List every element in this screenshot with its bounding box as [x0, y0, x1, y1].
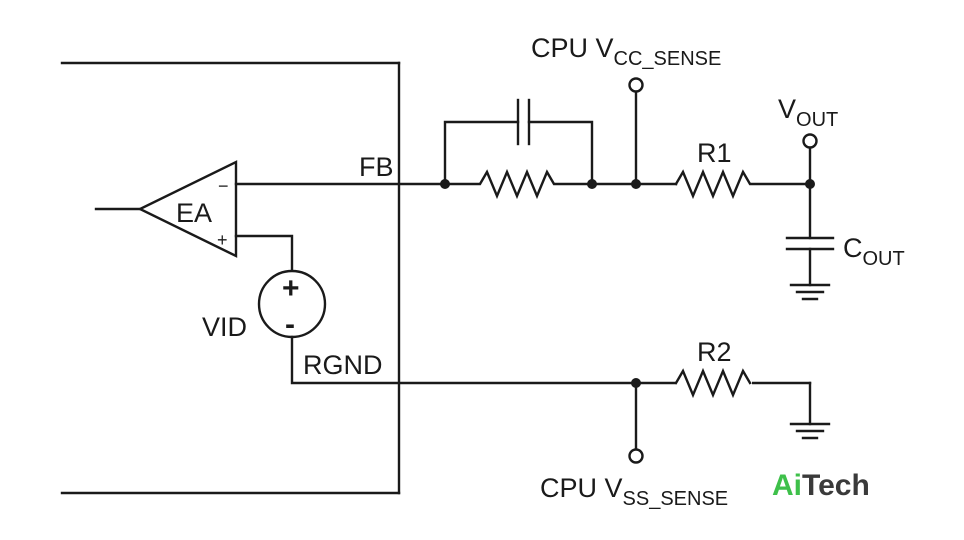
vid-voltage-source: + - VID: [202, 269, 327, 342]
junction-dot: [631, 378, 641, 388]
svg-text:CPU VCC_SENSE: CPU VCC_SENSE: [531, 33, 721, 70]
junction-dot: [587, 179, 597, 189]
source-minus-sign: -: [285, 308, 295, 341]
controller-ic-outline: [60, 61, 401, 495]
aitech-watermark: AiTech: [772, 469, 870, 502]
inverting-input-sign: −: [218, 176, 229, 196]
source-plus-sign: +: [282, 272, 300, 305]
cout-ground-symbol: [789, 283, 831, 301]
vcc-sense-subscript: CC_SENSE: [614, 48, 722, 70]
error-amplifier: EA − +: [94, 160, 238, 258]
junction-dots: [440, 179, 815, 388]
noninverting-wire: [234, 234, 294, 272]
cout-label: C: [843, 233, 863, 263]
vout-terminal: VOUT: [778, 94, 838, 186]
junction-dot: [440, 179, 450, 189]
noninverting-input-sign: +: [217, 230, 228, 250]
vout-subscript: OUT: [796, 109, 838, 131]
vcc-sense-terminal: CPU VCC_SENSE: [531, 33, 721, 186]
junction-dot: [631, 179, 641, 189]
watermark-part1: Ai: [772, 469, 802, 502]
compensation-network: [443, 98, 594, 200]
vid-label: VID: [202, 312, 247, 342]
vss-sense-label: CPU V: [540, 473, 623, 503]
cout-subscript: OUT: [863, 248, 905, 270]
svg-text:COUT: COUT: [843, 233, 905, 270]
amplifier-label: EA: [176, 198, 212, 228]
r2-ground-symbol: [789, 381, 831, 440]
fb-pin-label: FB: [359, 152, 394, 182]
svg-text:CPU VSS_SENSE: CPU VSS_SENSE: [540, 473, 728, 510]
svg-text:VOUT: VOUT: [778, 94, 838, 131]
vcc-sense-label: CPU V: [531, 33, 614, 63]
vout-label: V: [778, 94, 796, 124]
junction-dot: [805, 179, 815, 189]
vss-sense-subscript: SS_SENSE: [623, 488, 729, 510]
r2-label: R2: [697, 337, 732, 367]
rgnd-pin-label: RGND: [303, 350, 383, 380]
r1-label: R1: [697, 138, 732, 168]
r2-resistor: [674, 367, 752, 399]
watermark-part2: Tech: [802, 469, 870, 502]
vss-sense-terminal: CPU VSS_SENSE: [540, 381, 728, 510]
output-capacitor: COUT: [785, 182, 905, 287]
r1-resistor: [674, 168, 812, 200]
